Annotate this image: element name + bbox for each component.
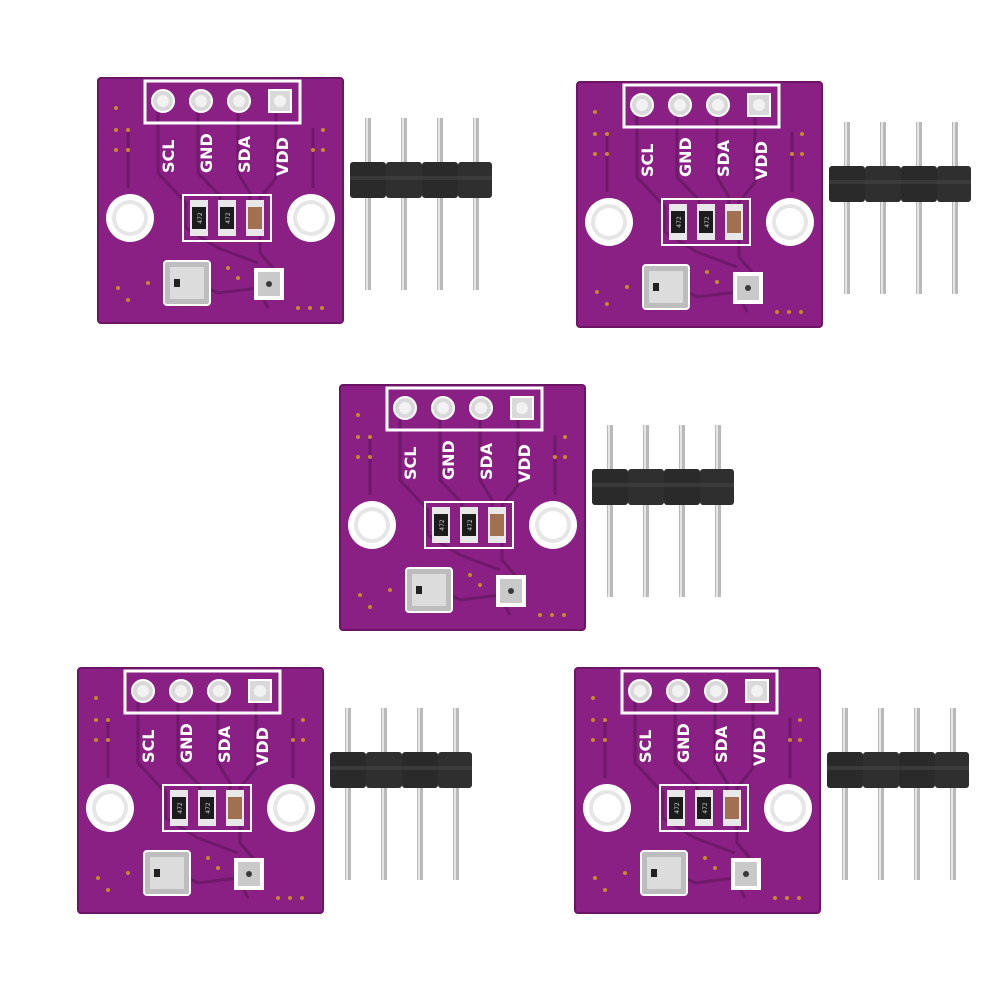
- header-outline: [143, 79, 302, 125]
- vias: [593, 110, 804, 314]
- resistor-marking: 472: [439, 519, 446, 531]
- resistor-marking: 472: [225, 212, 232, 224]
- vias: [114, 106, 325, 310]
- header-plastic: [592, 469, 734, 505]
- resistor-marking: 472: [205, 802, 212, 814]
- resistor-marking: 472: [702, 802, 709, 814]
- mounting-holes: [86, 784, 315, 832]
- vias: [591, 696, 802, 900]
- header-pins: [844, 122, 958, 294]
- pcb-traces: [126, 108, 315, 309]
- pin-label-sda: SDA: [215, 725, 234, 763]
- pin-label-vdd: VDD: [750, 727, 769, 766]
- header-pads: [628, 679, 769, 703]
- resistor-marking: 472: [467, 519, 474, 531]
- pin-header-strip: [829, 122, 971, 294]
- header-pads: [630, 93, 771, 117]
- header-pins: [607, 425, 721, 597]
- sensor-breakout-board: SCL GND SDA VDD 472: [77, 667, 324, 914]
- resistor-marking: 472: [676, 216, 683, 228]
- sensor-breakout-board: SCL GND SDA VDD 472: [339, 384, 586, 631]
- pin-header-strip: [350, 118, 492, 290]
- pin-label-scl: SCL: [139, 730, 158, 763]
- pin-header-strip: [330, 708, 472, 880]
- smd-components: 472 472: [162, 784, 252, 832]
- smd-components: 472 472: [182, 194, 272, 242]
- resistor-marking: 472: [674, 802, 681, 814]
- header-pads: [393, 396, 534, 420]
- pin-header-strip: [592, 425, 734, 597]
- vias: [356, 413, 567, 617]
- sensor-breakout-board: SCL GND SDA VDD 472: [574, 667, 821, 914]
- pin-label-vdd: VDD: [253, 727, 272, 766]
- sensor-breakout-board: SCL GND SDA VDD 472: [576, 81, 823, 328]
- sensor-chips: [405, 567, 526, 613]
- sensor-chips: [640, 850, 761, 896]
- header-outline: [123, 669, 282, 715]
- pin-label-vdd: VDD: [752, 141, 771, 180]
- header-pins: [365, 118, 479, 290]
- pin-label-gnd: GND: [197, 133, 216, 173]
- mounting-holes: [106, 194, 335, 242]
- sensor-module-kit: SCL GND SDA VDD 472: [339, 384, 760, 645]
- sensor-module-kit: SCL GND SDA VDD 472: [574, 667, 995, 928]
- header-pins: [345, 708, 459, 880]
- smd-components: 472 472: [424, 501, 514, 549]
- header-outline: [622, 83, 781, 129]
- header-plastic: [827, 752, 969, 788]
- pin-label-sda: SDA: [477, 442, 496, 480]
- header-pads: [151, 89, 292, 113]
- header-plastic: [330, 752, 472, 788]
- sensor-breakout-board: SCL GND SDA VDD 472: [97, 77, 344, 324]
- sensor-chips: [642, 264, 763, 310]
- header-plastic: [350, 162, 492, 198]
- resistor-marking: 472: [177, 802, 184, 814]
- pin-label-sda: SDA: [714, 139, 733, 177]
- sensor-module-kit: SCL GND SDA VDD 472: [77, 667, 498, 928]
- header-outline: [385, 386, 544, 432]
- pin-header-strip: [827, 708, 969, 880]
- sensor-chips: [143, 850, 264, 896]
- pin-label-scl: SCL: [638, 144, 657, 177]
- mounting-holes: [583, 784, 812, 832]
- smd-components: 472 472: [661, 198, 751, 246]
- smd-components: 472 472: [659, 784, 749, 832]
- sensor-chips: [163, 260, 284, 306]
- pin-label-vdd: VDD: [515, 444, 534, 483]
- resistor-marking: 472: [197, 212, 204, 224]
- sensor-module-kit: SCL GND SDA VDD 472: [576, 81, 997, 342]
- header-outline: [620, 669, 779, 715]
- pin-label-sda: SDA: [712, 725, 731, 763]
- header-pins: [842, 708, 956, 880]
- header-plastic: [829, 166, 971, 202]
- pin-label-sda: SDA: [235, 135, 254, 173]
- pin-label-scl: SCL: [159, 140, 178, 173]
- sensor-module-kit: SCL GND SDA VDD 472: [97, 77, 518, 338]
- mounting-holes: [585, 198, 814, 246]
- mounting-holes: [348, 501, 577, 549]
- pin-label-scl: SCL: [636, 730, 655, 763]
- header-pads: [131, 679, 272, 703]
- pin-label-scl: SCL: [401, 447, 420, 480]
- pin-label-vdd: VDD: [273, 137, 292, 176]
- pin-label-gnd: GND: [674, 723, 693, 763]
- pin-label-gnd: GND: [439, 440, 458, 480]
- resistor-marking: 472: [704, 216, 711, 228]
- vias: [94, 696, 305, 900]
- pin-label-gnd: GND: [676, 137, 695, 177]
- pin-label-gnd: GND: [177, 723, 196, 763]
